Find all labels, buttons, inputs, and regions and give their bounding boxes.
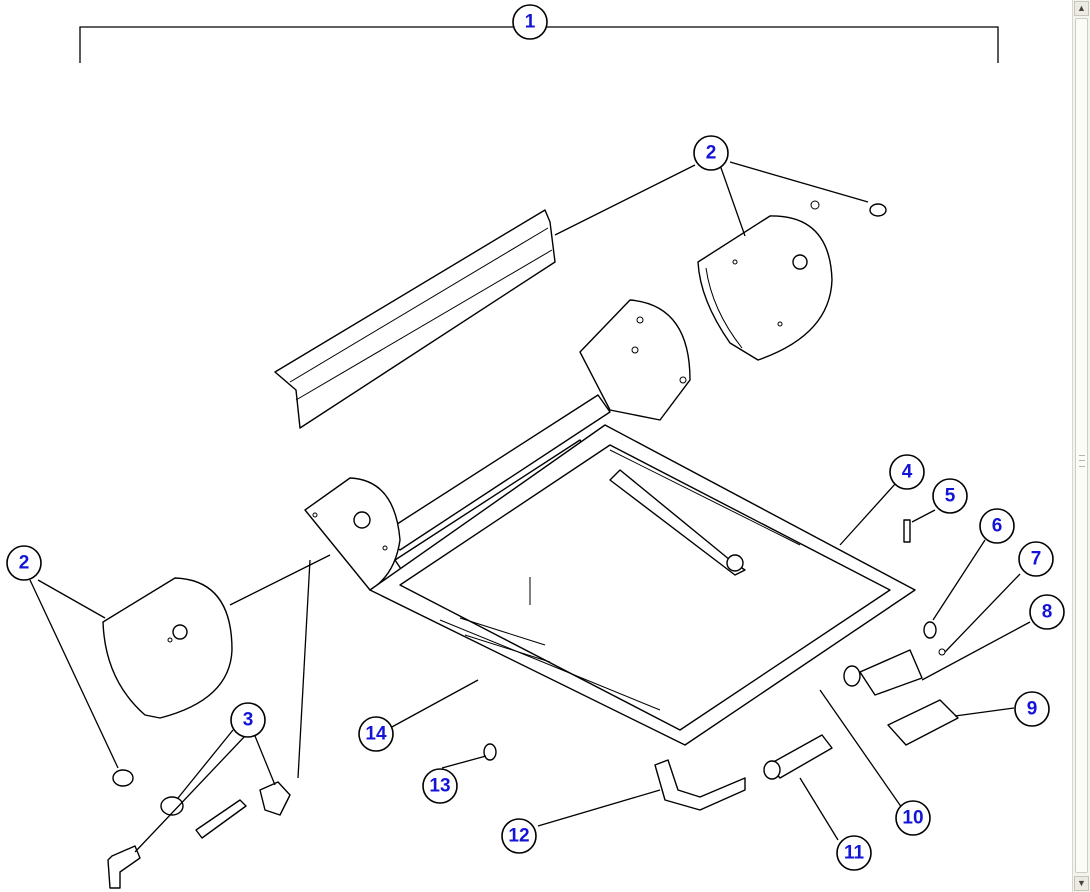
callout-11: 11 — [836, 835, 872, 871]
callout-label: 8 — [1042, 602, 1053, 623]
callout-3: 3 — [230, 702, 266, 738]
callout-5: 5 — [932, 478, 968, 514]
callout-6: 6 — [979, 508, 1015, 544]
callout-2-left: 2 — [6, 545, 42, 581]
callout-label: 13 — [429, 776, 450, 797]
right-side-cover — [697, 200, 887, 361]
nut-part — [483, 743, 497, 761]
callout-label: 3 — [243, 710, 254, 731]
callout-9: 9 — [1014, 691, 1050, 727]
release-handle — [654, 734, 833, 811]
callout-14: 14 — [358, 716, 394, 752]
pin-parts — [903, 519, 946, 656]
callout-label: 2 — [706, 143, 717, 164]
callout-12: 12 — [501, 818, 537, 854]
callout-7: 7 — [1018, 541, 1054, 577]
leader-lines — [29, 161, 1031, 853]
callout-label: 14 — [365, 724, 387, 745]
callout-label: 7 — [1031, 549, 1042, 570]
left-side-cover — [102, 577, 233, 787]
arrow-up-icon[interactable]: ▲ — [1074, 1, 1089, 16]
callout-4: 4 — [889, 454, 925, 490]
callout-10: 10 — [895, 800, 931, 836]
callout-label: 5 — [945, 486, 956, 507]
scroll-thumb[interactable] — [1075, 18, 1088, 873]
callout-8: 8 — [1029, 594, 1065, 630]
pedal-parts — [843, 649, 959, 746]
vertical-scrollbar[interactable]: ▲ ▼ — [1072, 0, 1090, 892]
callout-label: 4 — [902, 462, 913, 483]
callout-label: 1 — [525, 12, 536, 33]
callout-2-top: 2 — [693, 135, 729, 171]
seat-frame — [304, 299, 916, 746]
callout-label: 9 — [1027, 699, 1038, 720]
callout-label: 11 — [844, 843, 865, 864]
arrow-down-icon[interactable]: ▼ — [1074, 876, 1089, 891]
callout-1: 1 — [512, 4, 548, 40]
upper-cover-panel — [274, 209, 556, 429]
callout-label: 10 — [902, 808, 923, 829]
callout-label: 6 — [992, 516, 1003, 537]
callout-13: 13 — [422, 768, 458, 804]
grip-icon — [1079, 455, 1085, 467]
callout-label: 12 — [508, 826, 529, 847]
hardware-kit-parts — [107, 781, 291, 889]
callout-label: 2 — [19, 553, 30, 574]
